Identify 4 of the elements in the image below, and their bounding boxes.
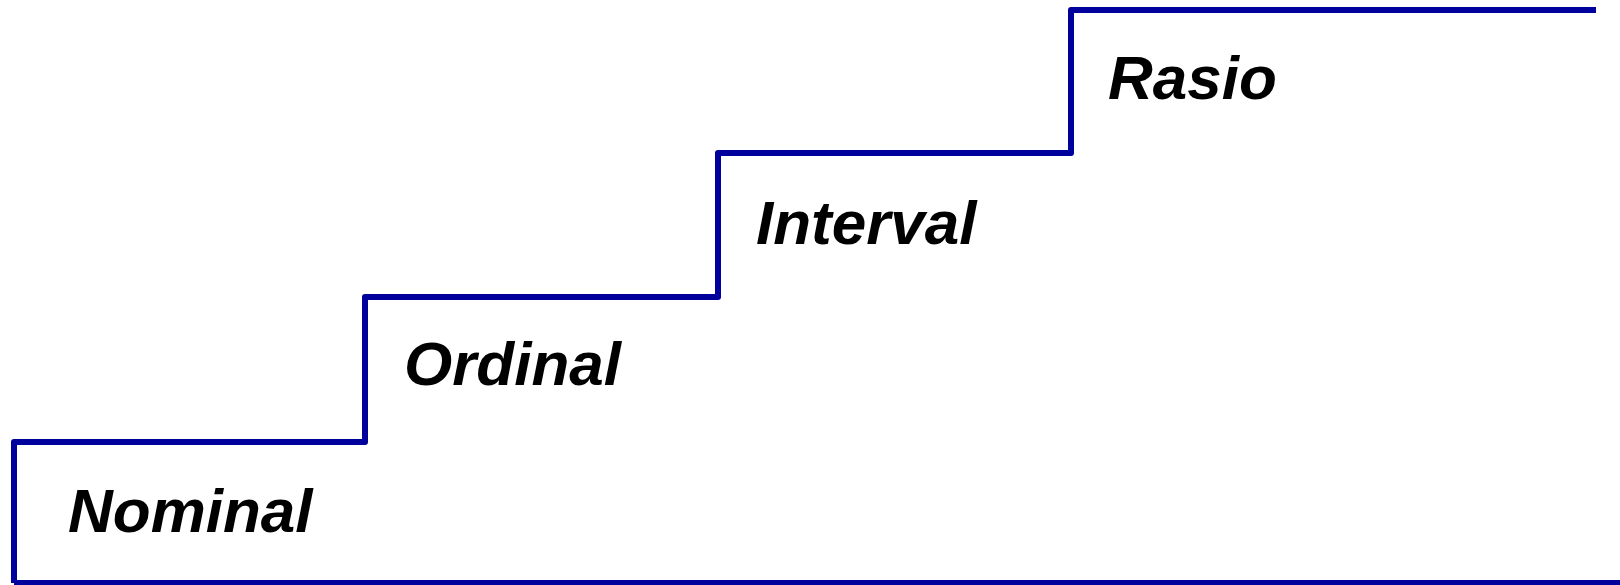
step-label: Nominal <box>68 480 313 542</box>
step-label: Ordinal <box>404 333 622 395</box>
step-label: Interval <box>756 192 977 254</box>
step-label: Rasio <box>1108 47 1277 109</box>
